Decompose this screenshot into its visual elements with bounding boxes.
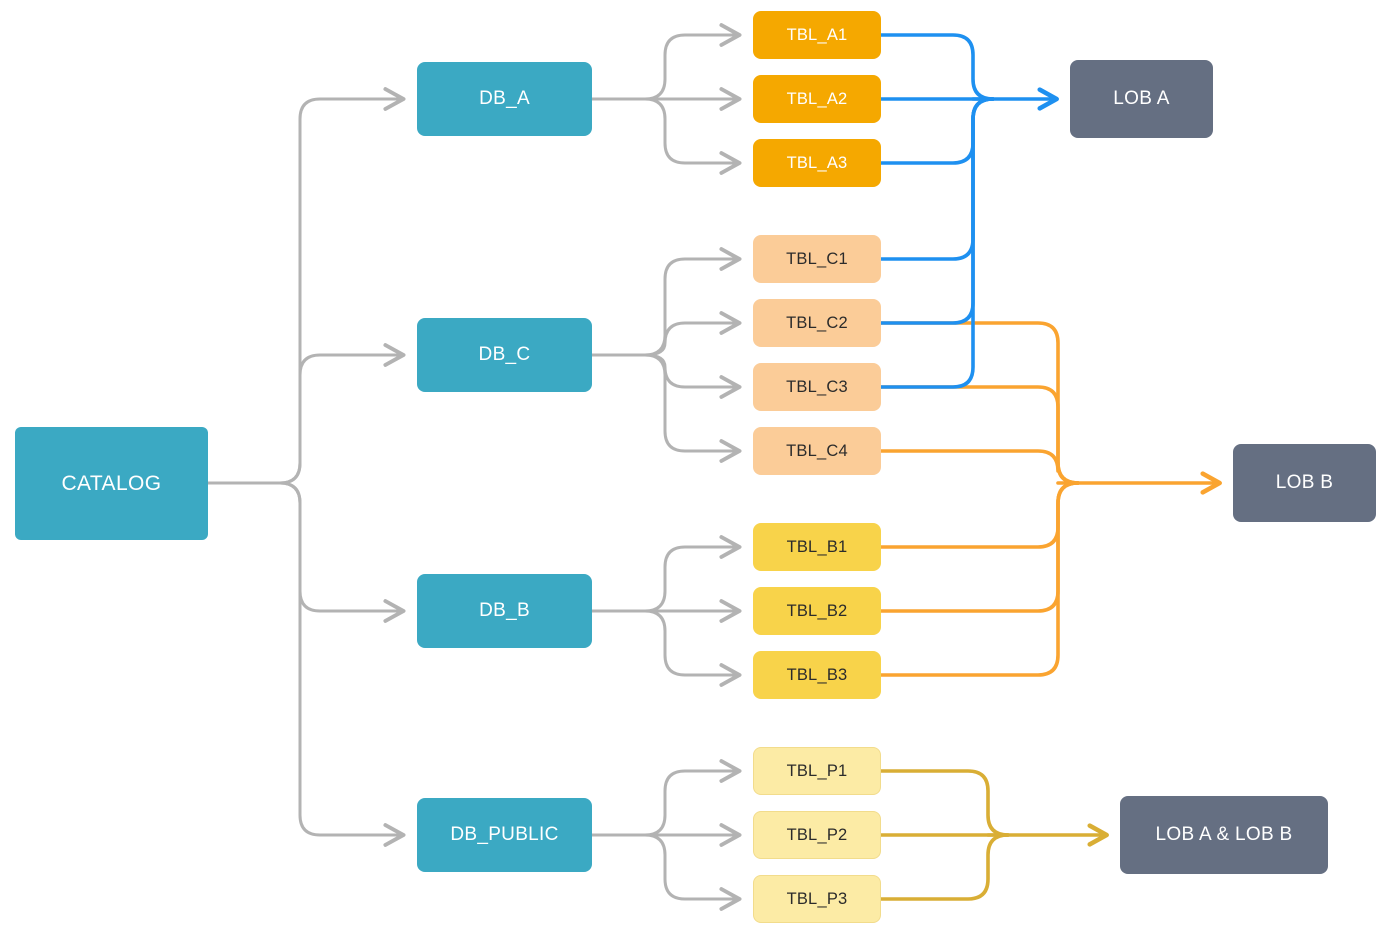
node-tbl-c4-label: TBL_C4	[786, 441, 848, 460]
node-tbl-c3[interactable]: TBL_C3	[753, 363, 881, 411]
node-tbl-b2[interactable]: TBL_B2	[753, 587, 881, 635]
edge-db_a-to-tbl_a3	[590, 97, 742, 175]
edges-db_public-to-tables	[590, 759, 742, 911]
edge-tbl_b3-to-lob_b	[879, 481, 1080, 677]
node-tbl-b3-label: TBL_B3	[786, 665, 848, 684]
node-tbl-c1-label: TBL_C1	[786, 249, 848, 268]
node-tbl-b1-label: TBL_B1	[786, 537, 848, 556]
edge-tbl_c3-to-lob_b	[879, 385, 1080, 485]
node-db-c[interactable]: DB_C	[417, 318, 592, 392]
edge-tbl_c2-to-lob_a	[879, 97, 995, 325]
edges-tables-to-lob_b	[879, 321, 1222, 677]
node-db-public[interactable]: DB_PUBLIC	[417, 798, 592, 872]
node-tbl-a1[interactable]: TBL_A1	[753, 11, 881, 59]
node-db-a[interactable]: DB_A	[417, 62, 592, 136]
edge-tbl_p1-to-lob_ab	[879, 769, 1010, 837]
edge-tbl_a1-to-lob_a	[879, 33, 995, 101]
node-tbl-c3-label: TBL_C3	[786, 377, 848, 396]
node-tbl-p1[interactable]: TBL_P1	[753, 747, 881, 795]
edge-catalog-to-db_c	[206, 343, 406, 485]
node-tbl-c2-label: TBL_C2	[786, 313, 848, 332]
node-tbl-a2[interactable]: TBL_A2	[753, 75, 881, 123]
node-tbl-p3[interactable]: TBL_P3	[753, 875, 881, 923]
edge-db_public-to-tbl_p3	[590, 833, 742, 911]
edge-catalog-to-db_b	[206, 481, 406, 623]
edge-tbl_p3-to-lob_ab	[879, 833, 1010, 901]
node-tbl-p1-label: TBL_P1	[786, 761, 848, 780]
node-catalog[interactable]: CATALOG	[15, 427, 208, 540]
edges-db_c-to-tables	[590, 247, 742, 463]
edge-tbl_c1-to-lob_a	[879, 97, 995, 261]
edge-db_public-to-tbl_p1	[590, 759, 742, 837]
node-tbl-b3[interactable]: TBL_B3	[753, 651, 881, 699]
node-tbl-a2-label: TBL_A2	[786, 89, 848, 108]
node-tbl-b1[interactable]: TBL_B1	[753, 523, 881, 571]
node-db-public-label: DB_PUBLIC	[450, 823, 559, 845]
node-tbl-c2[interactable]: TBL_C2	[753, 299, 881, 347]
edge-tbl_c3-to-lob_a	[879, 97, 995, 389]
node-tbl-p2[interactable]: TBL_P2	[753, 811, 881, 859]
node-lob-b-label: LOB B	[1275, 471, 1334, 493]
edges-db_b-to-tables	[590, 535, 742, 687]
edge-db_b-to-tbl_b1	[590, 535, 742, 613]
node-tbl-a3[interactable]: TBL_A3	[753, 139, 881, 187]
edges-catalog-to-databases	[206, 87, 406, 847]
edges-tables-to-lob_a	[879, 33, 1059, 389]
node-tbl-b2-label: TBL_B2	[786, 601, 848, 620]
edge-catalog-to-db_public	[206, 481, 406, 847]
node-tbl-c4[interactable]: TBL_C4	[753, 427, 881, 475]
node-tbl-a3-label: TBL_A3	[786, 153, 848, 172]
edge-tbl_c4-to-lob_b	[879, 449, 1080, 485]
edge-db_c-to-tbl_c4	[590, 353, 742, 463]
node-db-b-label: DB_B	[479, 599, 530, 621]
node-db-a-label: DB_A	[479, 87, 530, 109]
edge-catalog-to-db_a	[206, 87, 406, 485]
edge-db_b-to-tbl_b3	[590, 609, 742, 687]
node-catalog-label: CATALOG	[61, 471, 162, 495]
edges-tables-to-lob_ab	[879, 769, 1109, 901]
node-tbl-a1-label: TBL_A1	[786, 25, 848, 44]
node-lob-a[interactable]: LOB A	[1070, 60, 1213, 138]
node-lob-b[interactable]: LOB B	[1233, 444, 1376, 522]
node-lob-a-label: LOB A	[1113, 87, 1170, 109]
node-lob-a-and-b[interactable]: LOB A & LOB B	[1120, 796, 1328, 874]
edge-tbl_b1-to-lob_b	[879, 481, 1080, 549]
edge-db_a-to-tbl_a1	[590, 23, 742, 101]
node-lob-a-and-b-label: LOB A & LOB B	[1155, 823, 1293, 845]
node-tbl-c1[interactable]: TBL_C1	[753, 235, 881, 283]
node-db-b[interactable]: DB_B	[417, 574, 592, 648]
node-db-c-label: DB_C	[478, 343, 531, 365]
edge-tbl_c2-to-lob_b	[879, 321, 1080, 485]
edges-db_a-to-tables	[590, 23, 742, 175]
node-tbl-p2-label: TBL_P2	[786, 825, 848, 844]
node-tbl-p3-label: TBL_P3	[786, 889, 848, 908]
